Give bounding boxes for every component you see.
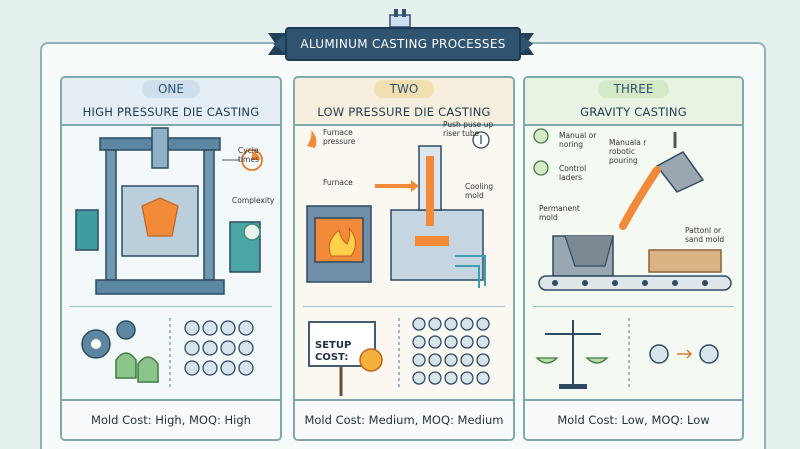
panel-footer: Mold Cost: High, MOQ: High	[62, 399, 280, 439]
furnace-label: Furnace	[323, 178, 353, 187]
sand-mold-label: Pattonl or sand mold	[685, 226, 725, 244]
ladle-icon	[533, 128, 549, 144]
panel-header: THREE GRAVITY CASTING	[525, 78, 742, 126]
panel-divider	[303, 306, 505, 307]
panel-header: ONE HIGH PRESSURE DIE CASTING	[62, 78, 280, 126]
factory-icon	[389, 9, 411, 28]
panel-title: GRAVITY CASTING	[580, 105, 687, 119]
panel-number: THREE	[597, 80, 670, 98]
panel-high-pressure: ONE HIGH PRESSURE DIE CASTING Cycle time…	[60, 76, 282, 441]
manual-pouring-label: Manual or noring	[559, 131, 597, 149]
low-cost-icons	[535, 318, 719, 390]
panel-footer: Mold Cost: Medium, MOQ: Medium	[295, 399, 513, 439]
panel-low-pressure: TWO LOW PRESSURE DIE CASTING Furnace pre…	[293, 76, 515, 441]
panel-footer: Mold Cost: Low, MOQ: Low	[525, 399, 742, 439]
cost-icons	[81, 318, 254, 390]
permanent-mold-label: Permanent mold	[539, 204, 580, 222]
cycle-times-label: Cycle times	[238, 146, 259, 164]
panel-number: ONE	[141, 80, 200, 98]
die-casting-machine-illustration	[75, 127, 263, 295]
gear-icon	[533, 160, 549, 176]
robotic-pouring-label: Manuala r robotic pouring	[609, 138, 647, 165]
panel-divider	[533, 306, 734, 307]
panel-divider	[70, 306, 272, 307]
page-title: ALUMINUM CASTING PROCESSES	[273, 27, 533, 61]
complexity-label: Complexity	[232, 196, 275, 205]
panel-gravity: THREE GRAVITY CASTING Manual or noring M…	[523, 76, 744, 441]
panel-number: TWO	[373, 80, 435, 98]
panel-title: LOW PRESSURE DIE CASTING	[317, 105, 491, 119]
control-ladders-label: Control laders	[559, 164, 587, 182]
flame-icon	[307, 130, 317, 148]
low-pressure-illustration	[306, 130, 490, 288]
push-riser-label: Push puse up riser tube	[443, 120, 494, 138]
setup-cost-icons	[308, 317, 490, 396]
gravity-casting-illustration	[533, 128, 732, 291]
panel-header: TWO LOW PRESSURE DIE CASTING	[295, 78, 513, 126]
furnace-pressure-label: Furnace pressure	[323, 128, 356, 146]
panel-title: HIGH PRESSURE DIE CASTING	[82, 105, 260, 119]
cooling-mold-label: Cooling mold	[465, 182, 494, 200]
setup-cost-sign: SETUP COST:	[315, 340, 352, 363]
